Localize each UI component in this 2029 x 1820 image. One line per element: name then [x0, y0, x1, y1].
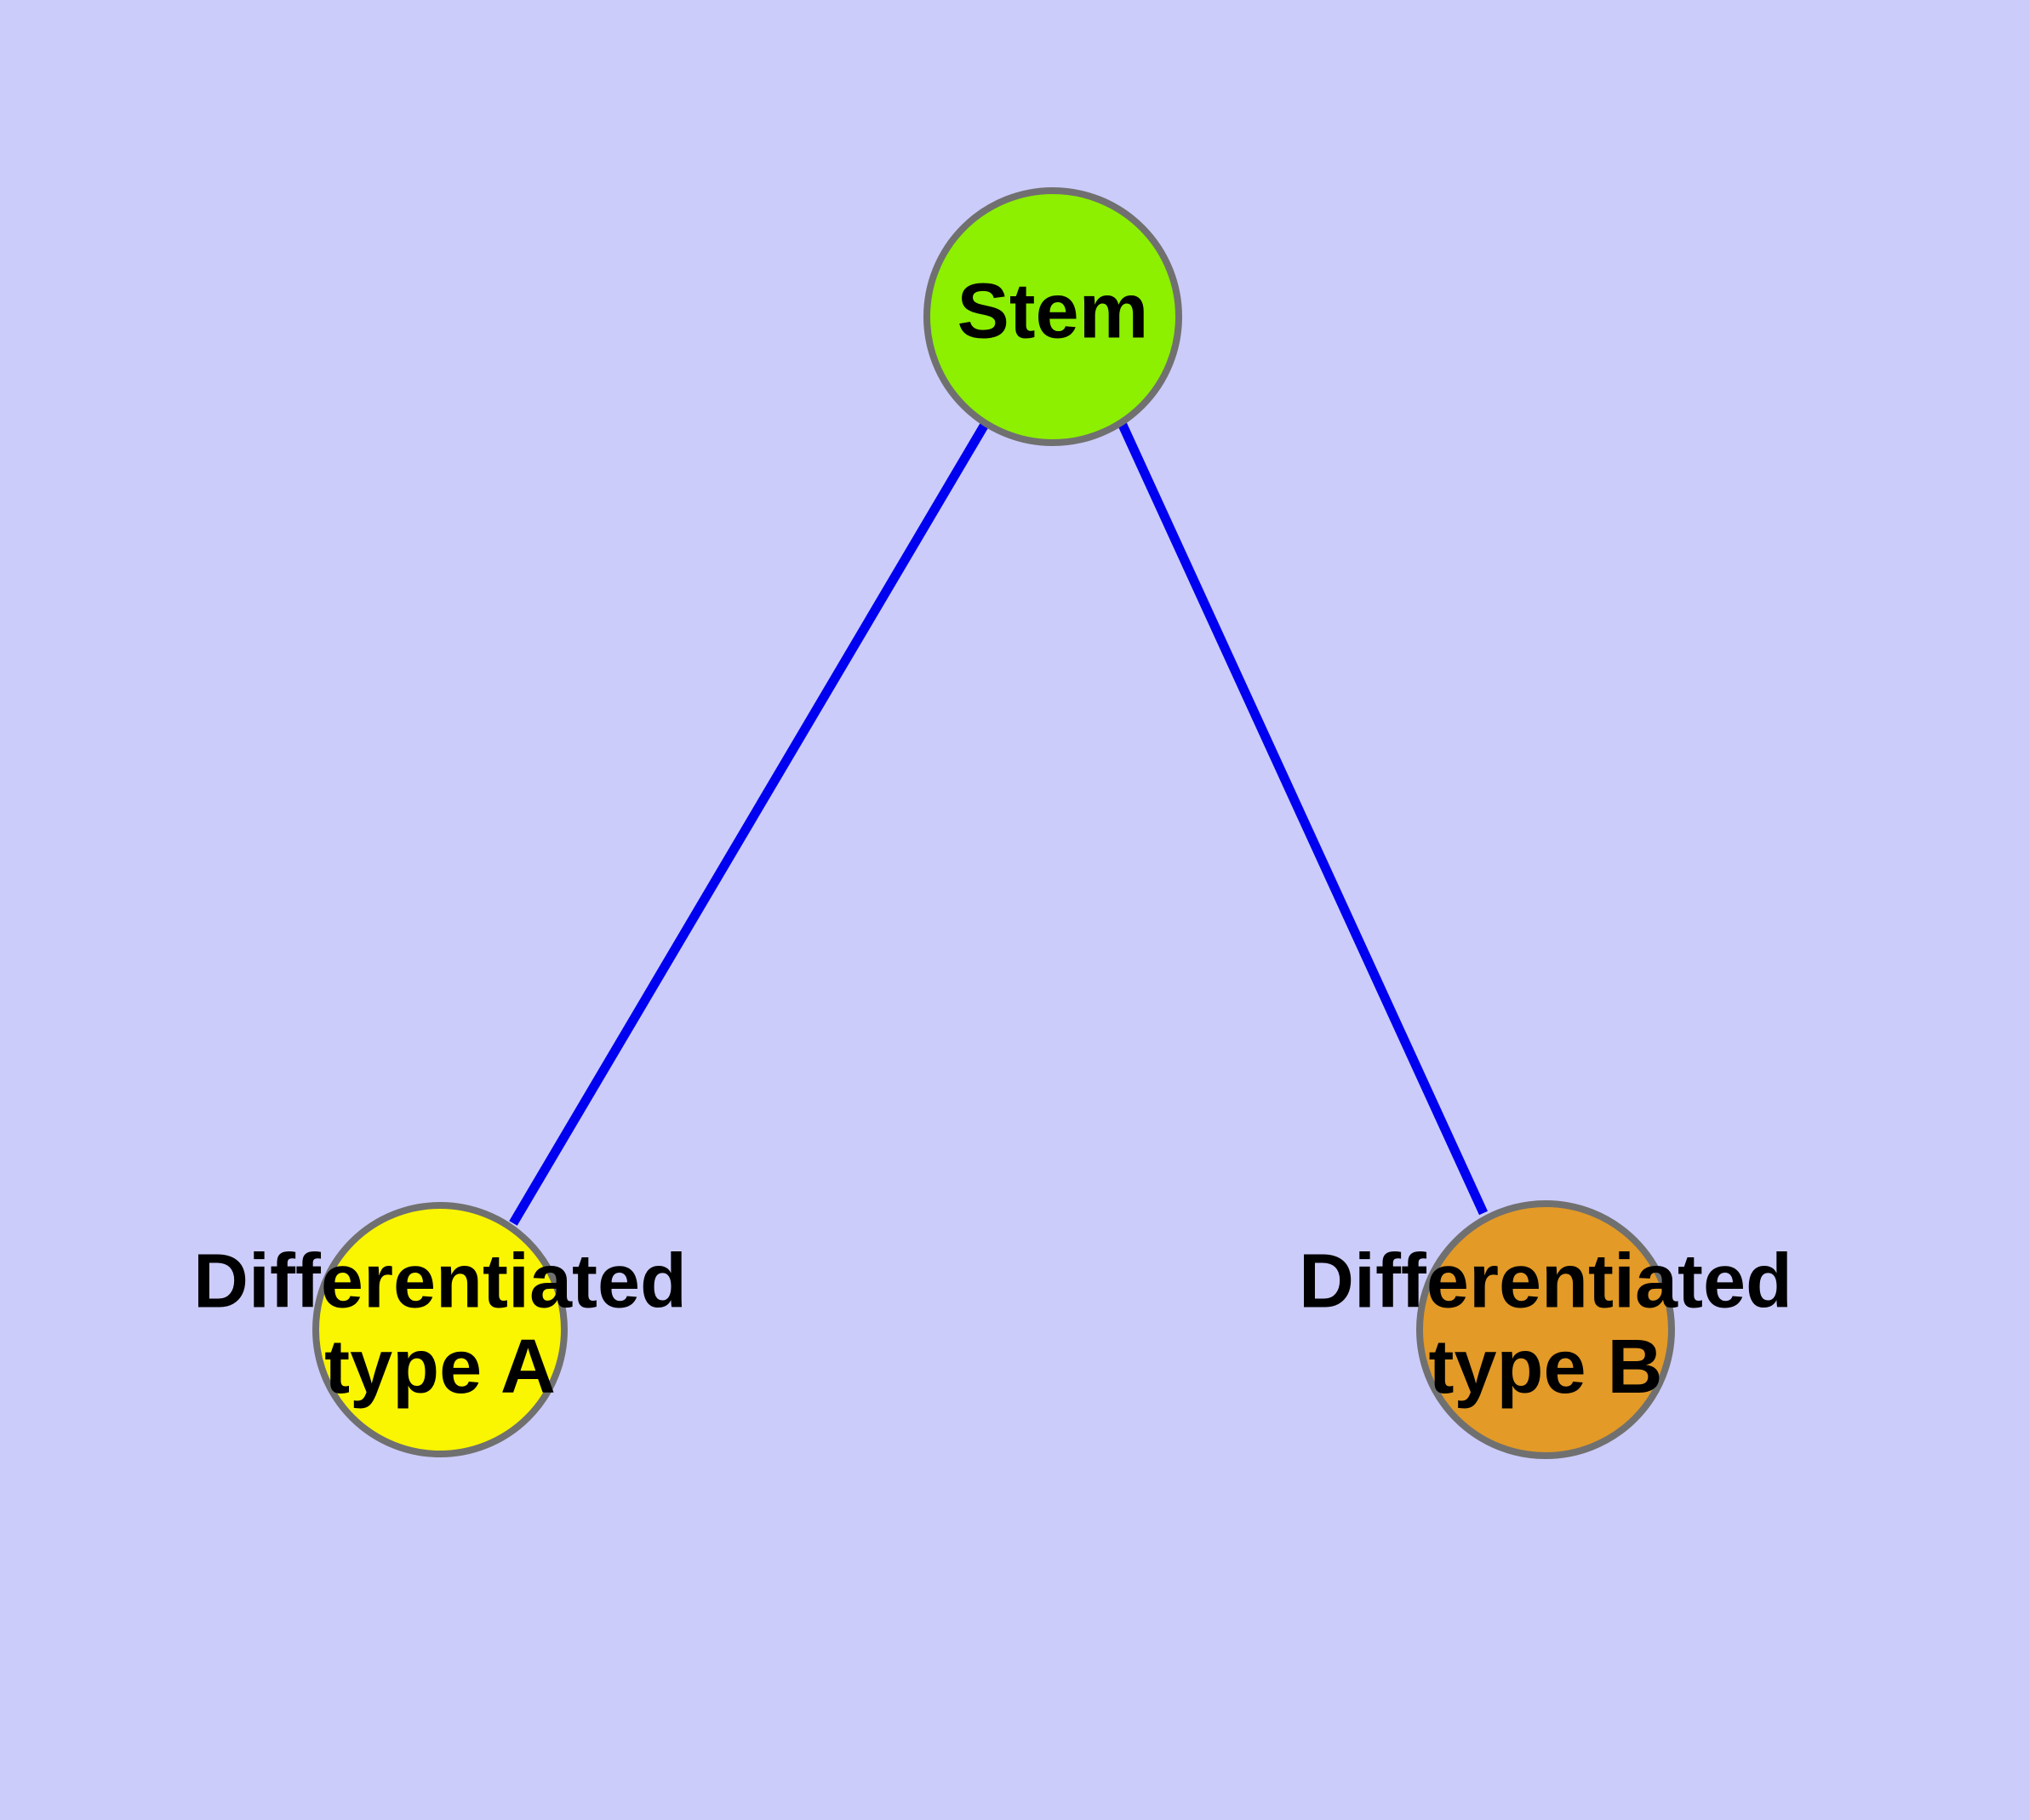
node-diff-a[interactable] [312, 1202, 568, 1457]
node-stem[interactable] [923, 187, 1182, 446]
node-label-diff-a: type A [324, 1325, 556, 1410]
edge-stem-to-diff-b[interactable] [1117, 421, 1489, 1216]
node-label-diff-a: Differentiated [193, 1239, 687, 1324]
node-diff-b[interactable] [1416, 1200, 1675, 1459]
node-label-stem: Stem [957, 267, 1149, 354]
edge-stem-to-diff-a[interactable] [509, 421, 990, 1226]
node-label-diff-b: Differentiated [1299, 1239, 1792, 1324]
edges-group [509, 421, 1489, 1226]
nodes-group [312, 187, 1675, 1459]
node-label-diff-b: type B [1428, 1325, 1662, 1410]
